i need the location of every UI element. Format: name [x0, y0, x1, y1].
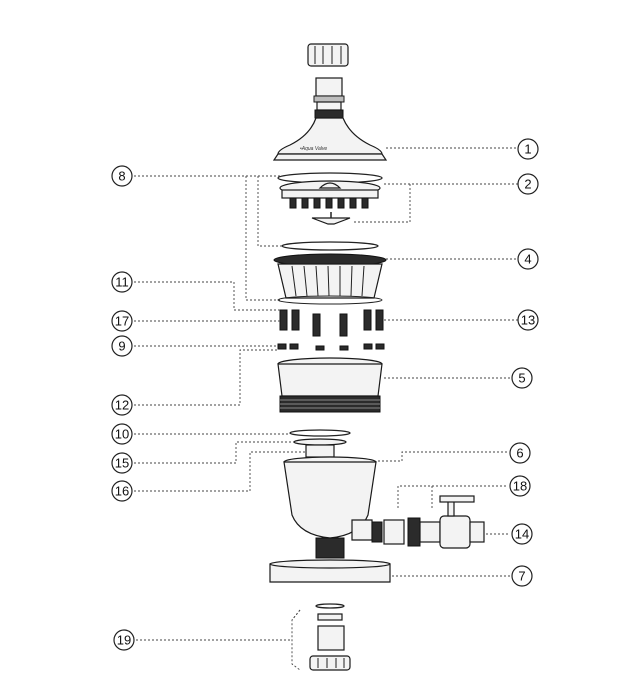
callout-13: 13: [517, 309, 539, 331]
callout-1: 1: [517, 138, 539, 160]
callout-label-18: 18: [513, 479, 527, 494]
callout-label-8: 8: [118, 169, 125, 184]
valve-assembly: [371, 495, 485, 549]
basket-cover: [279, 180, 381, 209]
callout-label-12: 12: [115, 398, 129, 413]
callout-label-11: 11: [115, 275, 129, 290]
basket-o-ring: [281, 241, 379, 251]
callout-label-9: 9: [118, 339, 125, 354]
bottom-fittings: [309, 603, 351, 671]
inner-seal: [293, 438, 347, 446]
callout-label-6: 6: [516, 446, 523, 461]
top-adapter: [313, 77, 345, 119]
bolts-row: [279, 309, 384, 337]
body-collar: [277, 357, 383, 413]
callout-label-13: 13: [521, 313, 535, 328]
callout-16: 16: [111, 480, 133, 502]
callout-15: 15: [111, 452, 133, 474]
callout-label-7: 7: [518, 569, 525, 584]
center-screw: [311, 212, 351, 225]
callout-19: 19: [113, 629, 135, 651]
callout-12: 12: [111, 394, 133, 416]
pot-base: [269, 559, 391, 583]
inner-o-ring: [289, 429, 351, 437]
callout-label-14: 14: [515, 527, 529, 542]
top-union-nut: [307, 43, 349, 67]
nuts-row: [277, 343, 385, 351]
callout-17: 17: [111, 310, 133, 332]
callout-8: 8: [111, 165, 133, 187]
callout-label-19: 19: [117, 633, 131, 648]
callout-7: 7: [511, 565, 533, 587]
callout-label-2: 2: [524, 177, 531, 192]
strainer-basket: [273, 253, 387, 305]
callout-label-10: 10: [115, 427, 129, 442]
svg-text:•Aqua Valve: •Aqua Valve: [300, 146, 327, 152]
callout-label-1: 1: [524, 142, 531, 157]
callout-6: 6: [509, 442, 531, 464]
callout-9: 9: [111, 335, 133, 357]
callout-label-4: 4: [524, 252, 531, 267]
inner-pipe: [305, 444, 335, 458]
callout-label-5: 5: [518, 371, 525, 386]
callout-label-16: 16: [115, 484, 129, 499]
lid: •Aqua Valve: [272, 117, 388, 161]
callout-18: 18: [509, 475, 531, 497]
callout-label-15: 15: [115, 456, 129, 471]
strainer-pot: [283, 456, 377, 559]
callout-11: 11: [111, 271, 133, 293]
callout-10: 10: [111, 423, 133, 445]
callout-5: 5: [511, 367, 533, 389]
callouts: 1 2 4 5 6 7 8 9: [111, 138, 539, 651]
leader-lines: [134, 147, 518, 671]
callout-14: 14: [511, 523, 533, 545]
callout-4: 4: [517, 248, 539, 270]
callout-2: 2: [517, 173, 539, 195]
callout-label-17: 17: [115, 314, 129, 329]
